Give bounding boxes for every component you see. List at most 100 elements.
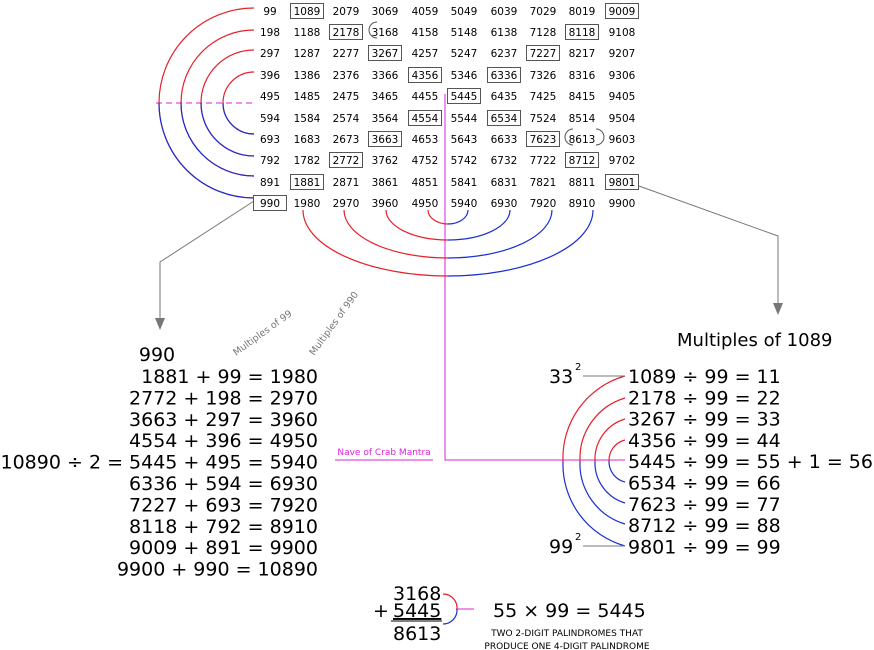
left-arrow-line — [159, 200, 255, 320]
grid-cell: 3762 — [372, 155, 399, 167]
grid-cell: 3168 — [372, 27, 399, 39]
grid-cell: 1980 — [294, 198, 321, 210]
grid-cell: 3267 — [372, 48, 399, 60]
grid-cell: 2277 — [333, 48, 360, 60]
grid-cell: 2970 — [333, 198, 360, 210]
grid-cell-box — [290, 174, 324, 190]
grid-cell: 9702 — [609, 155, 636, 167]
grid-cell-box — [565, 152, 599, 168]
left-equation: 4554 + 396 = 4950 — [129, 430, 318, 452]
grid-cell: 7524 — [530, 113, 557, 125]
grid-cell: 9801 — [609, 177, 636, 189]
grid-cell-box — [605, 3, 639, 19]
grid-cell: 5940 — [451, 198, 478, 210]
right-equation: 9801 ÷ 99 = 99 — [628, 536, 781, 558]
grid-cell: 7623 — [530, 134, 557, 146]
grid-cell: 6732 — [491, 155, 518, 167]
grid-cell: 6336 — [491, 70, 518, 82]
grid-cell: 1386 — [294, 70, 321, 82]
grid-cell: 99 — [263, 6, 276, 18]
grid-cell: 6039 — [491, 6, 518, 18]
grid-cell-box — [368, 131, 402, 147]
grid-cell: 9405 — [609, 91, 636, 103]
right-title: Multiples of 1089 — [677, 330, 832, 351]
grid-cell: 4356 — [412, 70, 439, 82]
grid-cell: 3465 — [372, 91, 399, 103]
grid-cell: 4950 — [412, 198, 439, 210]
paren-8613-left — [564, 128, 574, 146]
grid-cell: 3564 — [372, 113, 399, 125]
right-arc-blue-2 — [579, 460, 626, 525]
grid-cell: 396 — [260, 70, 280, 82]
left-equation: 8118 + 792 = 8910 — [129, 516, 318, 538]
grid-cell: 8118 — [569, 27, 596, 39]
grid-bottom-arcs — [302, 209, 594, 277]
grid-cell: 5445 — [451, 91, 478, 103]
square-top-exponent: 2 — [575, 362, 581, 373]
grid-cell-box — [329, 24, 363, 40]
right-arc-red-1 — [562, 375, 626, 462]
magenta-connectors — [156, 94, 625, 610]
grid-cell-box — [290, 3, 324, 19]
grid-cell: 3861 — [372, 177, 399, 189]
grid-cell-box — [526, 131, 560, 147]
left-equation: 7227 + 693 = 7920 — [129, 494, 318, 516]
left-arc-blue-1 — [158, 102, 255, 199]
grid-cell: 6930 — [491, 198, 518, 210]
bottom-arc-red-4 — [427, 209, 449, 225]
grid-left-arcs — [158, 7, 255, 199]
paren-3168 — [368, 21, 378, 39]
grid-cell: 2673 — [333, 134, 360, 146]
grid-cell: 495 — [260, 91, 280, 103]
grid-cell: 594 — [260, 113, 280, 125]
palindrome-equation: 55 × 99 = 5445 — [493, 600, 646, 622]
grid-cell: 792 — [260, 155, 280, 167]
connector-arrows — [155, 185, 783, 330]
grid-cell: 5148 — [451, 27, 478, 39]
square-top-base: 33 — [549, 366, 573, 388]
grid-cell: 7425 — [530, 91, 557, 103]
paren-8613-right — [595, 128, 605, 146]
grid-cell: 7722 — [530, 155, 557, 167]
right-equation: 1089 ÷ 99 = 11 — [628, 366, 781, 388]
grid-cell: 9009 — [609, 6, 636, 18]
grid-cell: 6534 — [491, 113, 518, 125]
grid-cell: 4752 — [412, 155, 439, 167]
grid-cell: 7821 — [530, 177, 557, 189]
grid-cell: 1089 — [294, 6, 321, 18]
grid-cell: 2871 — [333, 177, 360, 189]
addition-arc-red — [442, 593, 458, 610]
nave-label: Nave of Crab Mantra — [337, 448, 430, 458]
grid-cell: 1287 — [294, 48, 321, 60]
right-arrowhead — [773, 303, 783, 315]
grid-cell: 4554 — [412, 113, 439, 125]
grid-cell: 2475 — [333, 91, 360, 103]
grid-cell: 693 — [260, 134, 280, 146]
bottom-arc-red-2 — [343, 209, 449, 259]
grid-cell: 1881 — [294, 177, 321, 189]
grid-cell-box — [408, 67, 442, 83]
small-parentheses — [368, 21, 605, 146]
left-top-number: 990 — [139, 344, 175, 366]
grid-cell: 7128 — [530, 27, 557, 39]
grid-cell-box — [487, 67, 521, 83]
addend-1: 3168 — [393, 583, 441, 605]
grid-cell: 2772 — [333, 155, 360, 167]
grid-cell: 5544 — [451, 113, 478, 125]
grid-cell: 1683 — [294, 134, 321, 146]
left-arc-blue-4 — [222, 102, 255, 135]
grid-cell: 4851 — [412, 177, 439, 189]
grid-cell: 9306 — [609, 70, 636, 82]
right-arc-red-4 — [608, 439, 626, 462]
left-equation: 6336 + 594 = 6930 — [129, 473, 318, 495]
grid-cell-box — [605, 174, 639, 190]
right-arc-red-2 — [579, 397, 626, 462]
right-arc-blue-4 — [608, 460, 626, 483]
grid-cell-box — [408, 110, 442, 126]
grid-cell: 6633 — [491, 134, 518, 146]
grid-cell: 9603 — [609, 134, 636, 146]
square-pointers — [583, 375, 625, 547]
rotated-label-multiples-99: Multiples of 99 — [231, 308, 294, 358]
